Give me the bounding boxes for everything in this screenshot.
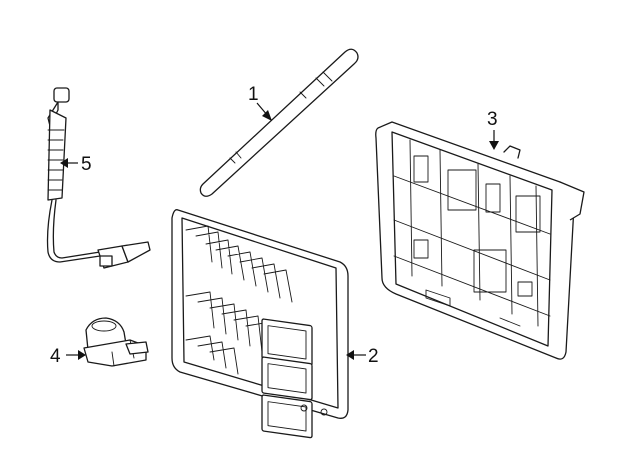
- part-5-harness: [46, 87, 151, 269]
- part-3-bracket: [375, 121, 585, 360]
- arrowhead-4: [78, 350, 86, 360]
- part-1-rod: [199, 48, 359, 197]
- arrowhead-5: [60, 158, 68, 168]
- part-2-control-module: [171, 209, 349, 439]
- arrowhead-1: [262, 110, 272, 121]
- part-4-clip: [83, 317, 149, 367]
- callout-1: 1: [248, 84, 259, 105]
- arrowhead-3: [489, 141, 499, 150]
- arrowhead-2: [346, 350, 354, 360]
- callout-4: 4: [50, 346, 61, 367]
- callout-2: 2: [368, 346, 379, 367]
- callout-3: 3: [487, 109, 498, 130]
- callout-5: 5: [81, 154, 92, 175]
